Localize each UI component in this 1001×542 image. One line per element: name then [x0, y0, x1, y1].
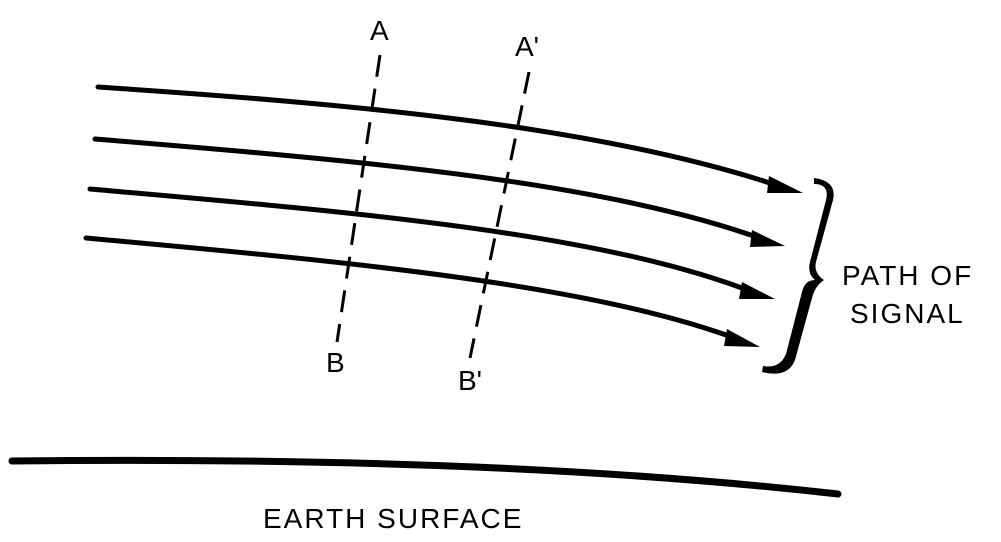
- label-a-prime: A': [515, 31, 539, 62]
- path-of-signal-brace: [762, 178, 834, 374]
- label-earth-surface: EARTH SURFACE: [263, 503, 523, 534]
- signal-ray-1-arrowhead: [767, 176, 803, 193]
- signal-ray-2: [92, 136, 768, 243]
- signal-ray-4: [83, 235, 743, 343]
- label-b: B: [326, 347, 345, 378]
- wavefront-a-b: [335, 54, 382, 343]
- signal-ray-3: [87, 186, 758, 296]
- signal-ray-2-arrowhead: [750, 230, 785, 247]
- wavefront-a-prime-b-prime: [468, 71, 531, 359]
- wavefronts: [335, 54, 531, 359]
- signal-rays: [83, 84, 803, 347]
- signal-ray-3-arrowhead: [739, 282, 775, 299]
- label-path-of: PATH OF: [842, 260, 973, 291]
- signal-ray-1: [95, 84, 788, 191]
- label-b-prime: B': [458, 365, 482, 396]
- earth-surface-line: [8, 456, 842, 498]
- signal-ray-4-arrowhead: [724, 329, 760, 347]
- label-signal: SIGNAL: [850, 298, 965, 329]
- label-a: A: [370, 15, 389, 46]
